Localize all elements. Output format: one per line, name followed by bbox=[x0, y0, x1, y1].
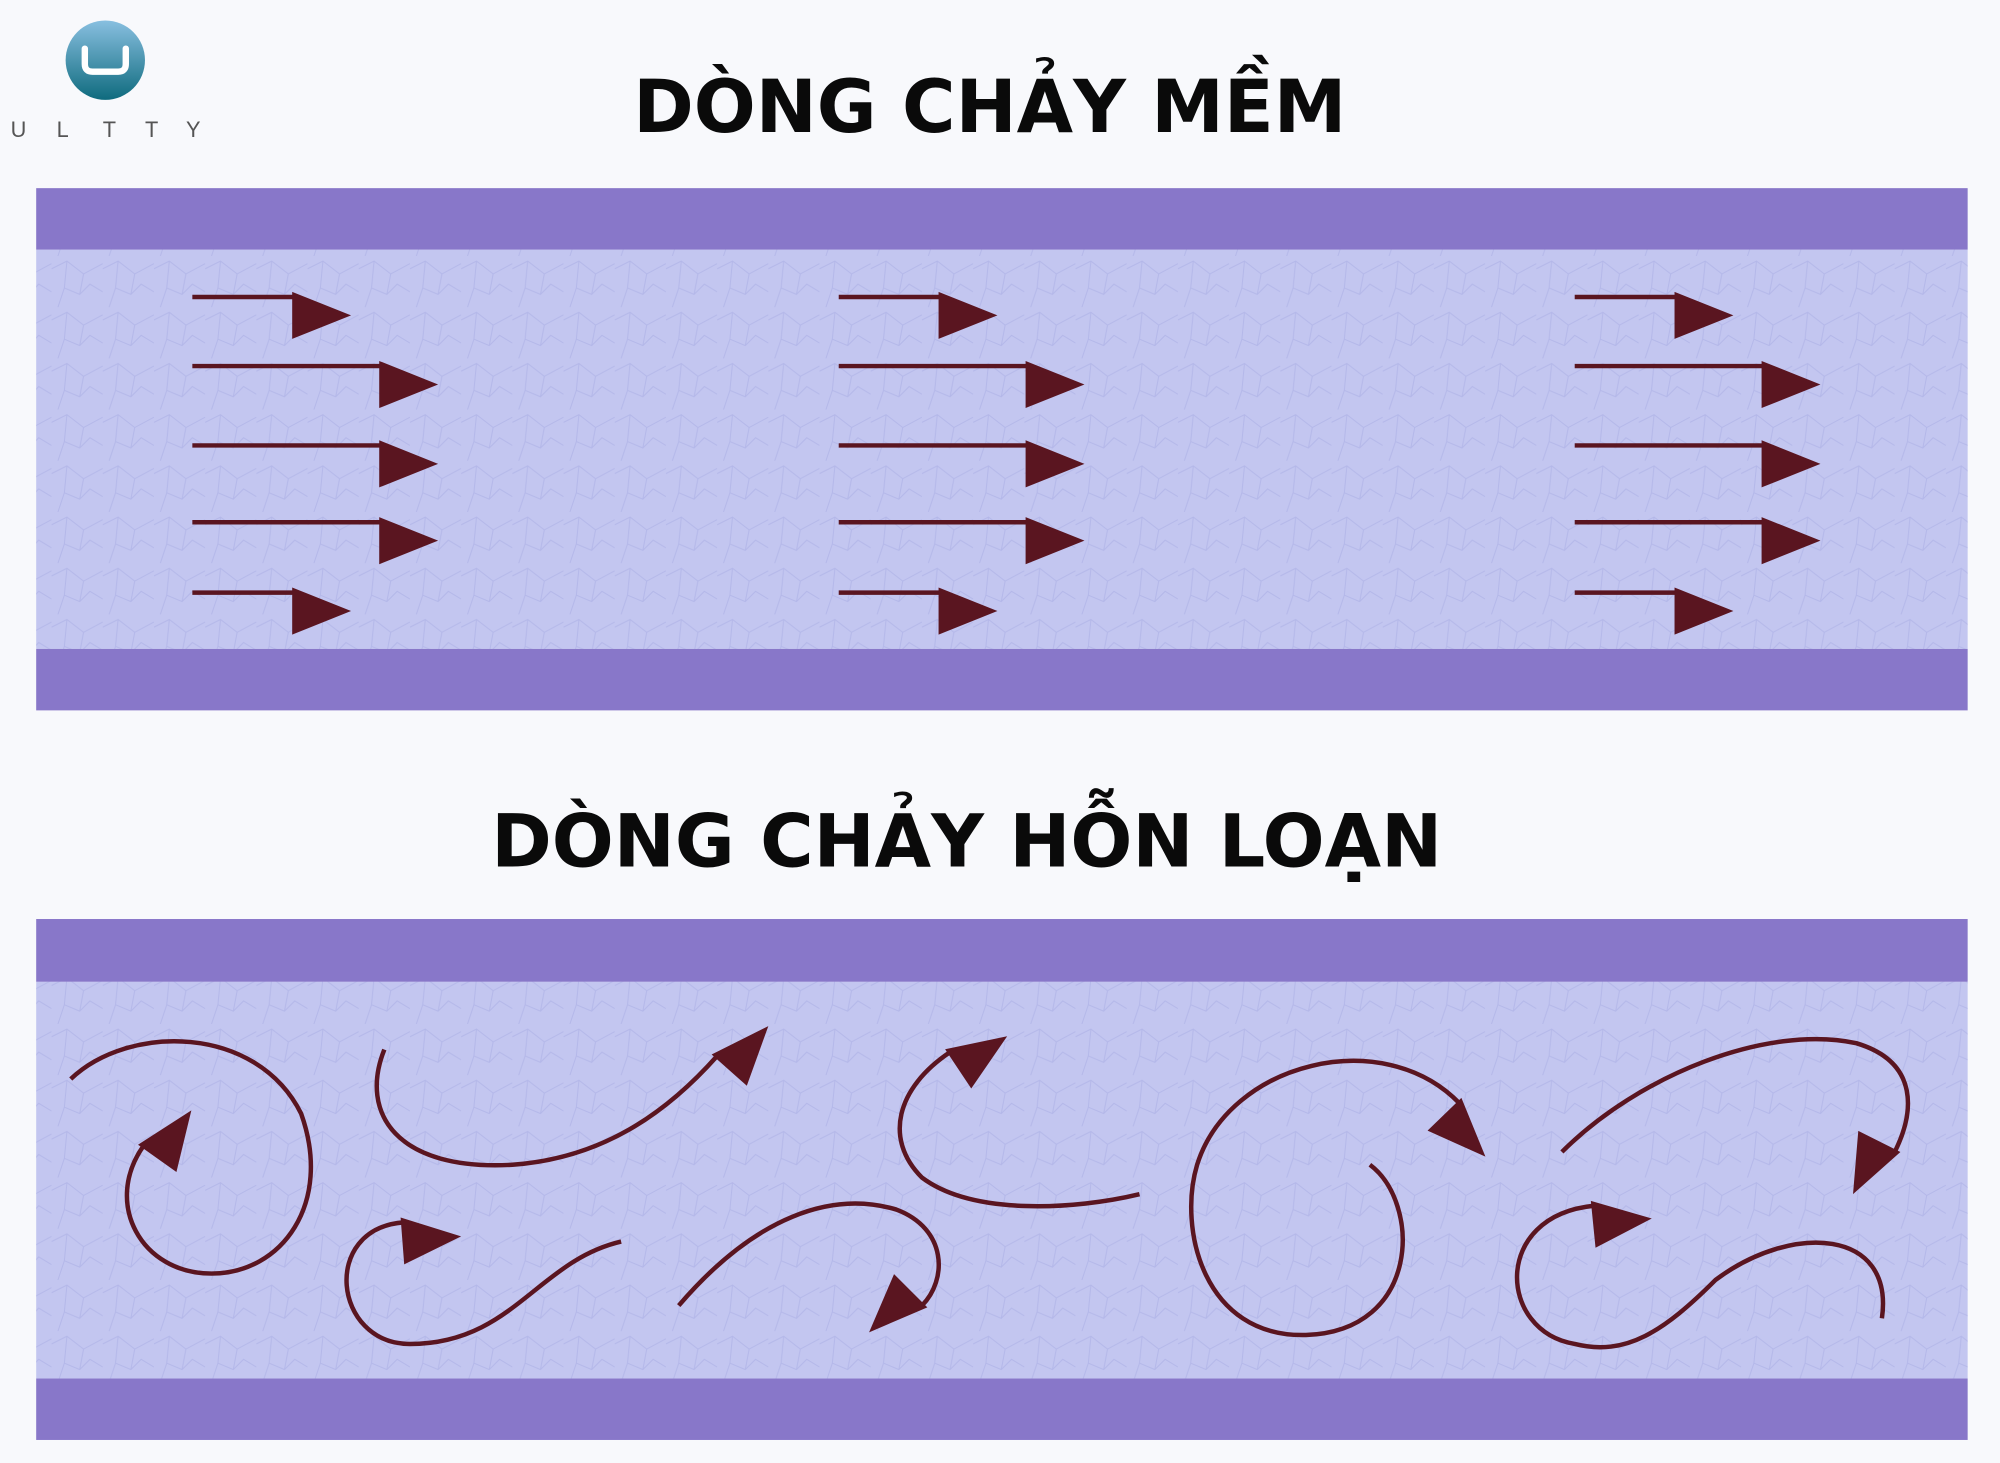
pipe-top-wall bbox=[36, 919, 1968, 982]
laminar-arrows bbox=[192, 291, 1821, 635]
logo-letter: Y bbox=[186, 117, 201, 142]
turbulent-pipe bbox=[36, 919, 1968, 1440]
logo-letter: T bbox=[145, 117, 158, 142]
pipe-bottom-wall bbox=[36, 1378, 1968, 1440]
laminar-title: DÒNG CHẢY MỀM bbox=[633, 55, 1346, 150]
swirl-arrow bbox=[1560, 1036, 1911, 1195]
swirl-arrow bbox=[69, 1039, 314, 1276]
logo-letter: T bbox=[103, 117, 116, 142]
swirl-arrow bbox=[677, 1201, 941, 1333]
turbulent-arrows bbox=[69, 1026, 1911, 1350]
pipe-top-wall bbox=[36, 188, 1968, 250]
swirl-arrow bbox=[1189, 1058, 1486, 1338]
logo-letter: U bbox=[11, 117, 27, 142]
turbulent-title: DÒNG CHẢY HỖN LOẠN bbox=[491, 788, 1442, 885]
swirl-arrow bbox=[374, 1026, 769, 1168]
logo-letter: L bbox=[57, 117, 69, 142]
ultty-logo: U L T T Y bbox=[11, 20, 201, 142]
swirl-arrow bbox=[1514, 1200, 1886, 1350]
laminar-pipe bbox=[36, 188, 1968, 711]
pipe-bottom-wall bbox=[36, 648, 1968, 711]
logo-circle-icon bbox=[65, 20, 145, 100]
swirl-arrow bbox=[897, 1036, 1141, 1209]
swirl-arrow bbox=[344, 1217, 622, 1347]
